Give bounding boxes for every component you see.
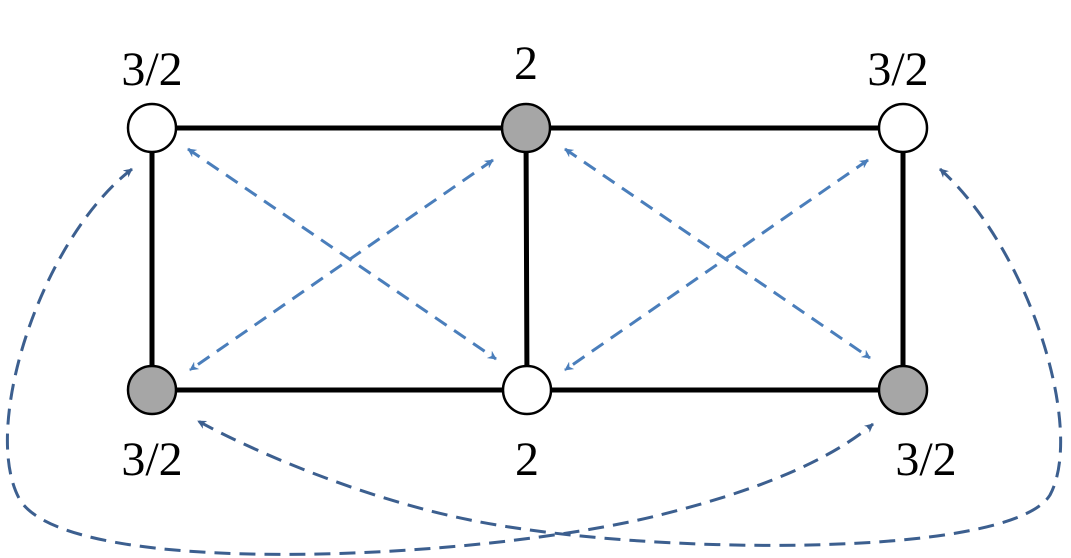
label-bottom-left: 3/2 (121, 433, 183, 486)
nodes (126, 102, 929, 416)
label-top-right: 3/2 (867, 43, 929, 96)
edge-top-middle-bottom-middle (523, 125, 530, 393)
edges (149, 125, 906, 393)
arrow-top-middle-bottom-right (564, 147, 871, 360)
outer-dashed-arrows (5, 167, 1063, 556)
node-top-right (877, 102, 929, 154)
arrow-top-left-bottom-middle (187, 147, 497, 361)
node-bottom-middle (501, 364, 553, 416)
label-top-left: 3/2 (121, 43, 183, 96)
node-bottom-right (877, 364, 929, 416)
arrow-top-middle-bottom-left (189, 158, 494, 372)
label-bottom-middle: 2 (515, 433, 539, 486)
label-bottom-right: 3/2 (895, 433, 957, 486)
arrow-top-right-bottom-left (197, 167, 1063, 547)
node-bottom-left (126, 364, 178, 416)
node-top-left (126, 102, 178, 154)
arrow-top-left-bottom-right (5, 167, 874, 556)
arrow-top-right-bottom-middle (564, 158, 869, 372)
label-top-middle: 2 (514, 37, 538, 90)
node-top-middle (500, 102, 552, 154)
